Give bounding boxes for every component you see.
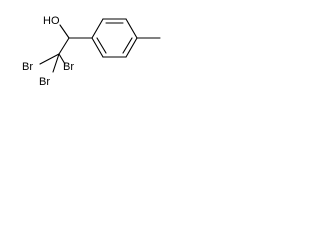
bond-c1-c2 <box>58 37 70 55</box>
bromine-label-right: Br <box>63 61 74 73</box>
bromine-label-left: Br <box>22 61 33 73</box>
ring-bond-1 <box>91 18 104 39</box>
bond-c2-br1 <box>39 53 60 65</box>
bond-c1-oh <box>59 24 70 39</box>
ring-double-bond-3 <box>96 37 107 54</box>
atom-labels: HO Br Br Br <box>22 15 74 88</box>
hydroxyl-label: HO <box>43 15 60 27</box>
ring-double-bond-2 <box>122 37 133 54</box>
ring-bond-6 <box>91 37 104 58</box>
ring-bond-4 <box>125 37 138 58</box>
chemical-structure-diagram: HO Br Br Br <box>22 15 161 88</box>
bonds <box>39 18 161 73</box>
ring-bond-3 <box>125 18 138 39</box>
bond-c2-br3 <box>52 53 60 73</box>
bond-c2-br2 <box>58 53 66 65</box>
bromine-label-bottom: Br <box>39 76 50 88</box>
